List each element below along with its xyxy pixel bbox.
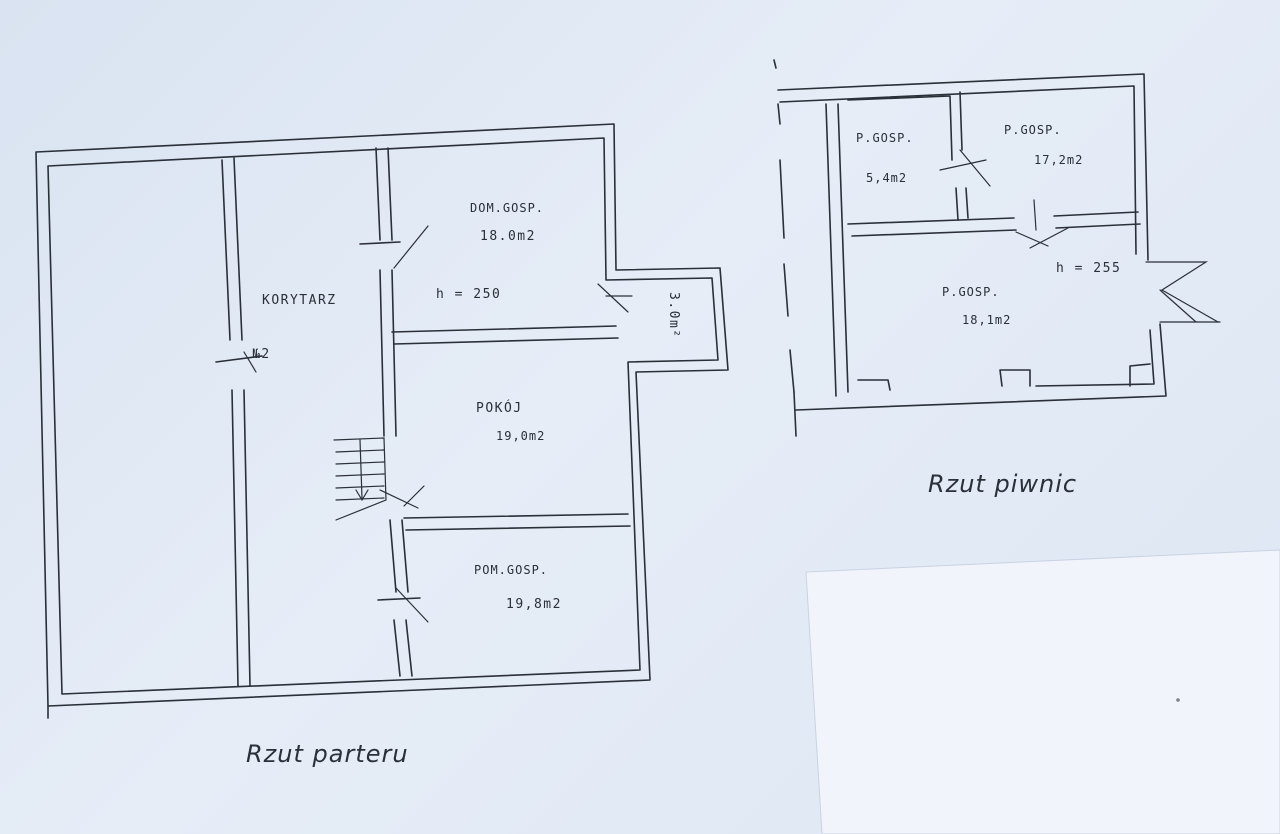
p-gosp-2-name: P.GOSP. (1004, 123, 1062, 137)
corridor-right-wall (359, 147, 429, 677)
pokoj-name: POKÓJ (476, 400, 523, 416)
basement-plan: P.GOSP. 5,4m2 P.GOSP. 17,2m2 P.GOSP. 18,… (773, 59, 1221, 498)
ground-floor-plan: KORYTARZ №2 DOM.GOSP. 18.0m2 h = 250 3.0… (35, 123, 729, 768)
pokoj-area: 19,0m2 (496, 429, 545, 443)
blank-paper-sheet (805, 549, 1280, 834)
left-room-wall (215, 157, 263, 687)
p-gosp-3-area: 18,1m2 (962, 313, 1011, 327)
basement-outer-walls (773, 59, 1167, 437)
p-gosp-2-area: 17,2m2 (1034, 153, 1083, 167)
basement-inner-walls (825, 91, 1151, 397)
ground-floor-outer-walls (35, 123, 729, 719)
p-gosp-3-height: h = 255 (1056, 261, 1121, 276)
dom-gosp-name: DOM.GOSP. (470, 201, 544, 215)
pom-gosp-name: POM.GOSP. (474, 563, 548, 577)
basement-exit-door (1145, 261, 1221, 323)
basement-caption: Rzut piwnic (928, 470, 1077, 498)
room-partitions (379, 283, 633, 531)
p-gosp-1-area: 5,4m2 (866, 171, 907, 185)
dom-gosp-height: h = 250 (436, 287, 501, 302)
p-gosp-3-name: P.GOSP. (942, 285, 1000, 299)
korytarz-label: KORYTARZ (262, 293, 337, 308)
p-gosp-1-name: P.GOSP. (856, 131, 914, 145)
ground-floor-caption: Rzut parteru (246, 740, 409, 768)
small-room-area: 3.0m² (666, 292, 681, 339)
pom-gosp-area: 19,8m2 (506, 597, 562, 612)
staircase (333, 437, 387, 521)
stair-marker-label: №2 (252, 347, 271, 362)
dom-gosp-area: 18.0m2 (480, 229, 536, 244)
